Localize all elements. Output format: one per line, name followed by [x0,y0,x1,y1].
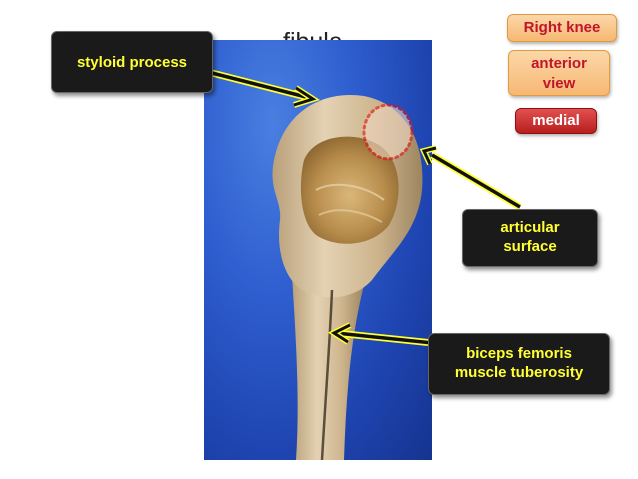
label-biceps-line2: muscle tuberosity [454,364,584,381]
tag-view-line2: view [542,75,576,92]
tag-anterior-view: anterior view [508,50,610,96]
label-articular-line1: articular [500,219,560,236]
label-styloid-text: styloid process [76,54,188,71]
tag-medial: medial [515,108,597,134]
label-articular-line2: surface [503,238,557,255]
articular-arrow [419,145,522,211]
fibula-bone-image [272,94,423,460]
styloid-arrow [207,68,320,108]
label-biceps-tuberosity: biceps femoris muscle tuberosity [428,333,610,395]
tag-view-line1: anterior [531,55,587,72]
tag-right-knee-text: Right knee [523,19,601,36]
label-articular-surface: articular surface [462,209,598,267]
tag-right-knee: Right knee [507,14,617,42]
label-biceps-line1: biceps femoris [466,345,572,362]
fibula-photo [204,40,432,460]
tag-medial-text: medial [532,112,580,129]
label-styloid-process: styloid process [51,31,213,93]
